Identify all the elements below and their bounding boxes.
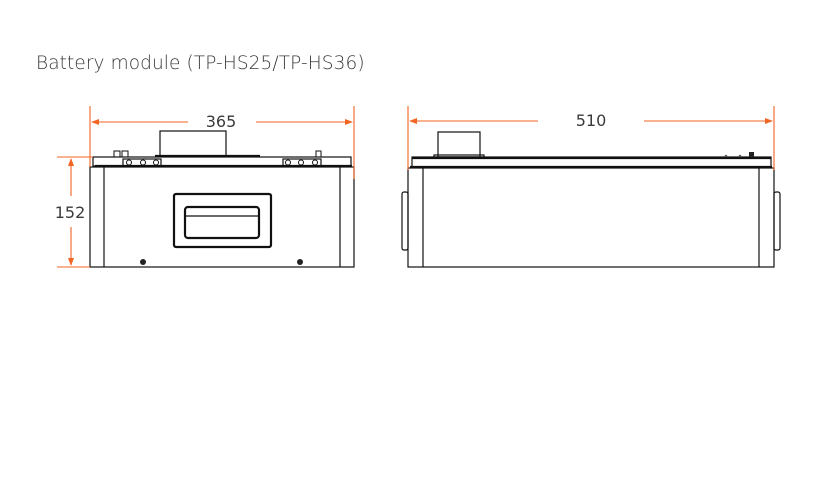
side-top-box bbox=[437, 131, 481, 158]
screw-left bbox=[140, 259, 146, 265]
front-height-label: 152 bbox=[55, 203, 86, 222]
terminal-block-right bbox=[282, 158, 322, 167]
side-terminal bbox=[749, 152, 754, 157]
side-view bbox=[401, 131, 781, 268]
front-body bbox=[89, 166, 355, 268]
side-length-label: 510 bbox=[576, 111, 607, 130]
side-handle-right bbox=[773, 191, 781, 251]
side-length-dimension: 510 bbox=[407, 106, 775, 170]
side-body bbox=[407, 167, 775, 268]
front-view bbox=[89, 130, 355, 268]
screw-right bbox=[297, 259, 303, 265]
front-width-dimension: 365 bbox=[89, 106, 355, 179]
terminal-screws bbox=[113, 150, 322, 166]
page-title: Battery module (TP-HS25/TP-HS36) bbox=[36, 53, 365, 74]
front-handle-outer bbox=[172, 192, 273, 249]
front-height-dimension: 152 bbox=[55, 156, 93, 268]
front-handle-inner bbox=[183, 205, 261, 240]
front-top-box bbox=[159, 130, 227, 157]
side-handle-left bbox=[401, 191, 409, 251]
terminal-block-left bbox=[122, 158, 162, 167]
front-width-label: 365 bbox=[206, 112, 237, 131]
